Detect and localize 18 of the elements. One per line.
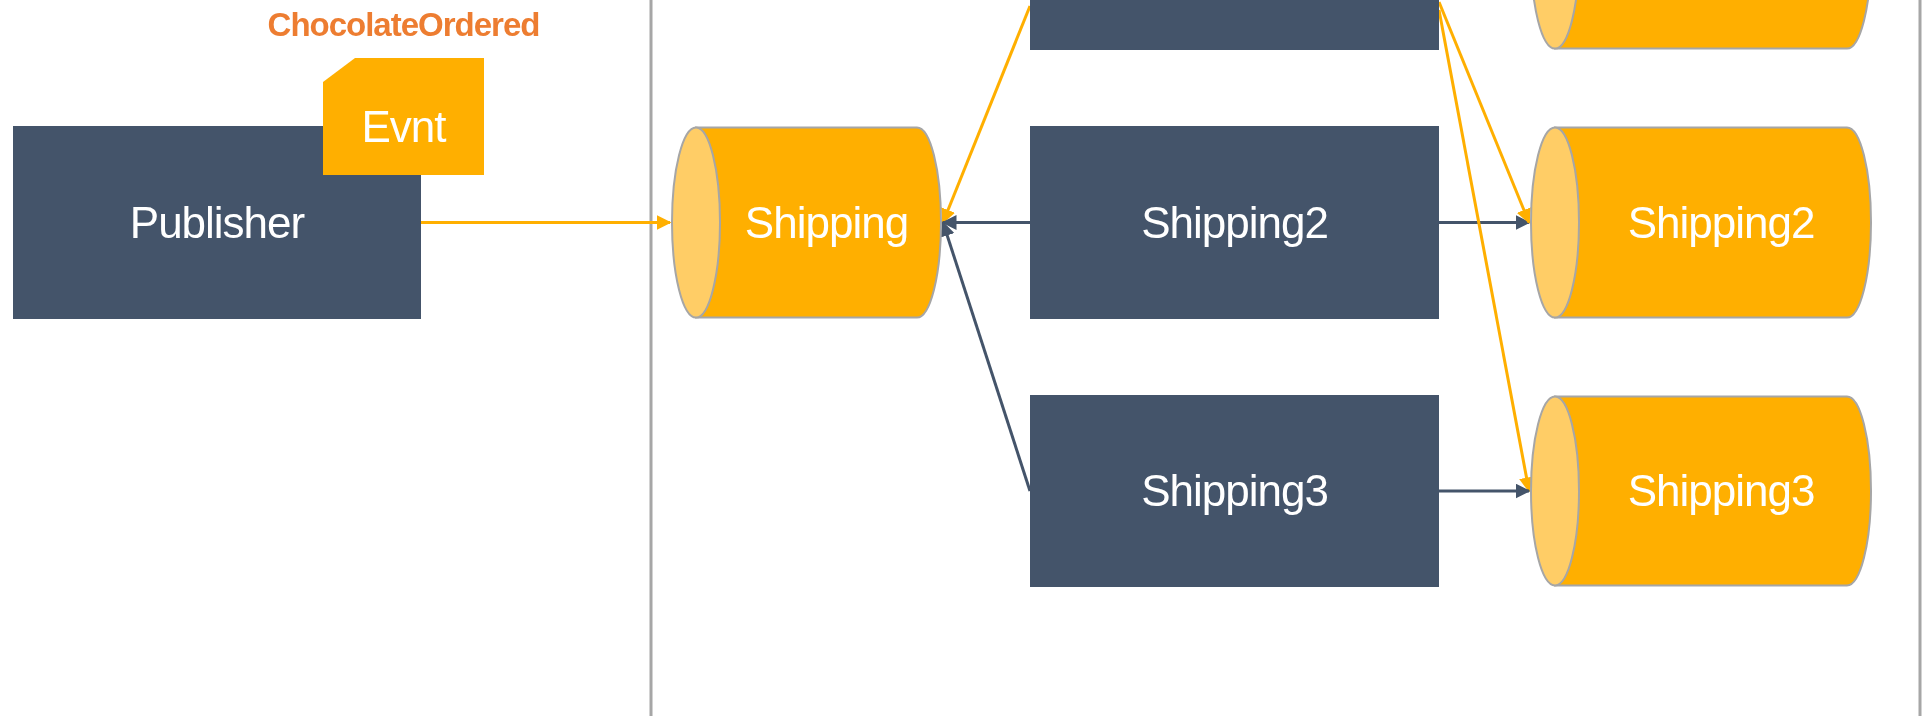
service-label: Shipping2 <box>1141 197 1328 248</box>
arrow <box>940 221 1032 492</box>
service-box <box>1030 395 1439 587</box>
arrow <box>1439 215 1531 230</box>
service-label: Shipping3 <box>1141 466 1328 516</box>
arrow <box>941 215 1030 230</box>
arrow <box>1439 483 1531 499</box>
queue-label: Shipping3 <box>1627 466 1815 516</box>
service-box <box>1030 126 1439 319</box>
queue-label: Shipping2 <box>1627 197 1815 248</box>
service-label: Publisher <box>129 197 305 248</box>
arrow <box>421 215 672 230</box>
event-label: Evnt <box>361 101 446 152</box>
queue-label: Shipping <box>744 197 909 248</box>
arrow <box>941 5 1032 224</box>
service-box <box>1030 0 1439 50</box>
event-tag <box>323 58 484 175</box>
event-name: ChocolateOrdered <box>266 6 541 44</box>
